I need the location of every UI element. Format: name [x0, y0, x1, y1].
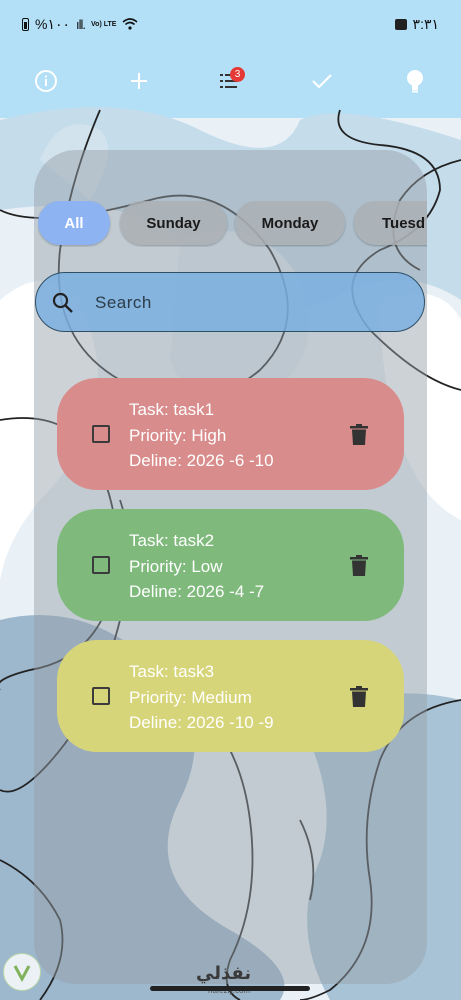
day-filter-chips: All Sunday Monday Tuesd [38, 201, 427, 247]
task-details: Task: task3 Priority: Medium Deline: 202… [129, 659, 274, 736]
battery-level: %١٠٠ [35, 15, 71, 32]
delete-task-button[interactable] [349, 554, 369, 576]
task-deadline: Deline: 2026 -6 -10 [129, 451, 274, 470]
task-card[interactable]: Task: task2 Priority: Low Deline: 2026 -… [57, 509, 404, 621]
task-checkbox[interactable] [92, 687, 110, 705]
clock: ٣:٣١ [412, 15, 439, 32]
task-checkbox[interactable] [92, 425, 110, 443]
plus-icon [131, 73, 147, 89]
top-toolbar: 3 [0, 52, 461, 112]
task-title: Task: task2 [129, 531, 215, 550]
task-title: Task: task3 [129, 662, 215, 681]
status-bar: %١٠٠ ıll. Vo) LTE ٣:٣١ [0, 0, 461, 48]
chip-sunday[interactable]: Sunday [120, 201, 227, 245]
chip-all[interactable]: All [38, 201, 110, 245]
task-priority: Priority: Medium [129, 687, 252, 707]
watermark-text: نفذلي [196, 963, 252, 983]
home-indicator[interactable] [150, 986, 310, 991]
battery-icon [22, 17, 29, 31]
chip-monday[interactable]: Monday [235, 201, 345, 245]
trash-icon [350, 423, 368, 445]
task-deadline: Deline: 2026 -10 -9 [129, 713, 274, 732]
task-count-badge: 3 [230, 67, 245, 82]
gallery-notification-icon [394, 18, 407, 30]
done-button[interactable] [302, 52, 342, 110]
task-title: Task: task1 [129, 400, 215, 419]
chip-tuesday[interactable]: Tuesd [354, 201, 427, 245]
signal-icon: ıll. [76, 16, 86, 32]
task-details: Task: task1 Priority: High Deline: 2026 … [129, 397, 274, 474]
nafezly-logo-icon [3, 953, 41, 991]
task-card[interactable]: Task: task1 Priority: High Deline: 2026 … [57, 378, 404, 490]
task-checkbox[interactable] [92, 556, 110, 574]
delete-task-button[interactable] [349, 685, 369, 707]
lightbulb-icon [407, 70, 423, 93]
trash-icon [350, 685, 368, 707]
search-bar[interactable] [35, 272, 425, 333]
watermark: نفذلي nafezly.com [0, 948, 461, 1000]
check-icon [312, 74, 332, 89]
add-task-button[interactable] [119, 52, 159, 110]
theme-button[interactable] [395, 52, 435, 110]
task-priority: Priority: Low [129, 556, 223, 576]
info-button[interactable] [26, 52, 66, 110]
network-type: Vo) LTE [91, 20, 117, 28]
task-list-button[interactable]: 3 [210, 52, 250, 110]
search-icon [52, 292, 73, 313]
task-card[interactable]: Task: task3 Priority: Medium Deline: 202… [57, 640, 404, 752]
status-right: ٣:٣١ [394, 15, 439, 33]
search-input[interactable] [93, 273, 397, 333]
task-details: Task: task2 Priority: Low Deline: 2026 -… [129, 528, 264, 605]
task-deadline: Deline: 2026 -4 -7 [129, 582, 265, 601]
task-priority: Priority: High [129, 425, 227, 445]
delete-task-button[interactable] [349, 423, 369, 445]
trash-icon [350, 554, 368, 576]
wifi-icon [122, 18, 138, 30]
status-left: %١٠٠ ıll. Vo) LTE [22, 16, 138, 33]
info-circle-icon [35, 70, 57, 92]
